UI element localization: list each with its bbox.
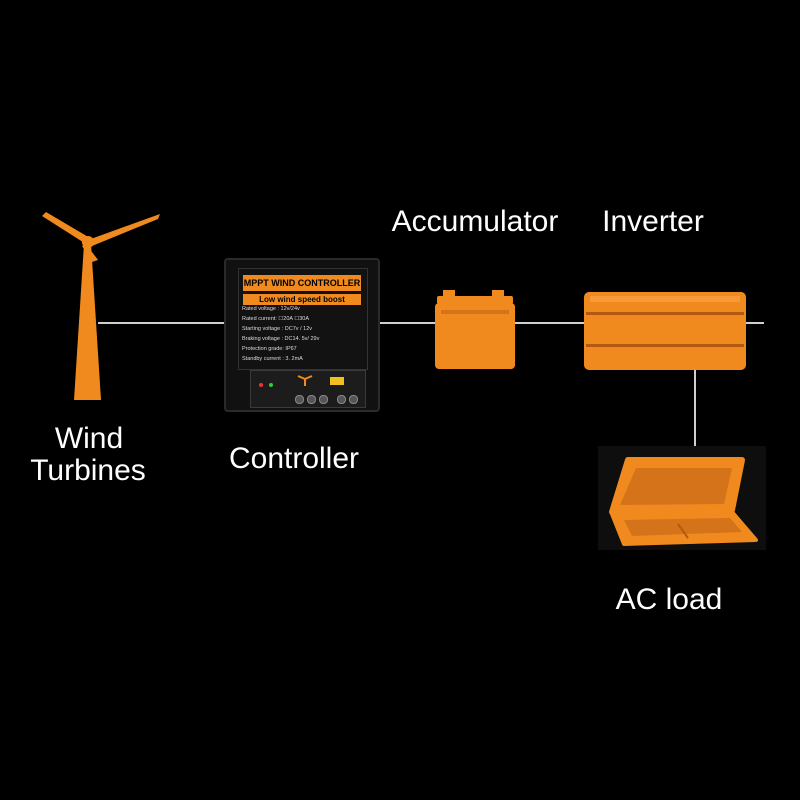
terminal-icon: [295, 395, 304, 404]
label-accumulator: Accumulator: [391, 205, 559, 238]
terminal-icon: [319, 395, 328, 404]
controller-panel-title: MPPT WIND CONTROLLER: [243, 275, 361, 291]
led-red-icon: [259, 383, 263, 387]
controller-spec-standby-current: Standby current : 3. 2mA: [242, 356, 303, 362]
controller-spec-rated-voltage: Rated voltage : 12v/24v: [242, 306, 300, 312]
terminal-icon: [337, 395, 346, 404]
wire-controller-accumulator: [376, 322, 436, 324]
wire-turbine-controller: [98, 322, 226, 324]
controller-spec-rated-current: Rated current: ☐20A ☐30A: [242, 316, 310, 322]
terminal-icon: [307, 395, 316, 404]
controller-panel-subtitle: Low wind speed boost: [243, 294, 361, 305]
controller-spec-braking-voltage: Braking voltage : DC14. 5v/ 29v: [242, 336, 320, 342]
label-turbines: Turbines: [30, 454, 146, 487]
controller-spec-starting-voltage: Starting voltage : DC7v / 12v: [242, 326, 313, 332]
led-green-icon: [269, 383, 273, 387]
controller-device: MPPT WIND CONTROLLER Low wind speed boos…: [224, 258, 380, 412]
label-controller: Controller: [228, 442, 360, 475]
controller-terminal-block: [250, 370, 366, 408]
controller-faceplate: MPPT WIND CONTROLLER Low wind speed boos…: [238, 268, 368, 370]
controller-spec-protection-grade: Protection grade: IP67: [242, 346, 297, 352]
wire-inverter-acload: [694, 368, 696, 454]
wire-inverter-right: [744, 322, 764, 324]
terminal-icon: [349, 395, 358, 404]
turbine-symbol-icon: [297, 375, 313, 386]
label-ac-load: AC load: [615, 583, 723, 616]
battery-symbol-icon: [330, 377, 344, 385]
wire-accumulator-inverter: [512, 322, 586, 324]
label-wind: Wind: [54, 422, 124, 455]
label-inverter: Inverter: [602, 205, 704, 238]
